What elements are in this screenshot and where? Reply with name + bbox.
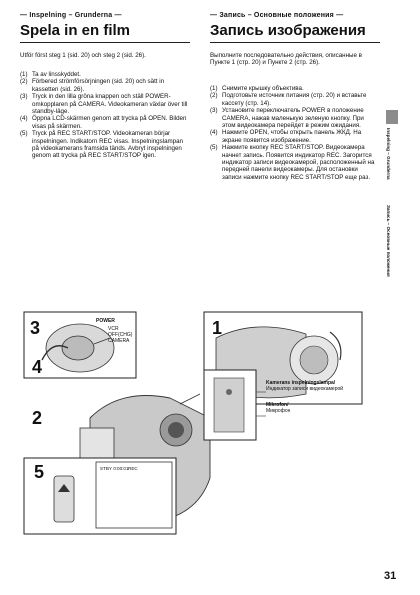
title-rule-ru xyxy=(210,42,380,43)
step-text: Förbered strömförsörjningen (sid. 20) oc… xyxy=(32,78,165,93)
callout-3: 3 xyxy=(30,318,41,338)
title-rule-sv xyxy=(20,42,190,43)
step-text: Öppna LCD-skärmen genom att trycka på OP… xyxy=(32,115,187,130)
step-text: Подготовьте источник питания (стр. 20) и… xyxy=(222,92,367,107)
lamp-label-ru: Индикатор записи видеокамерой xyxy=(266,386,344,392)
step-number: (5) xyxy=(210,144,218,152)
step-item: (1) Снимите крышку объектива. xyxy=(210,85,378,92)
callout-5: 5 xyxy=(34,462,45,482)
lamp-label-sv: Kamerans inspelningslampa/ xyxy=(266,380,336,386)
mic-label-ru: Микрофон xyxy=(266,408,291,414)
step-text: Tryck på REC START/STOP. Videokameran bö… xyxy=(32,130,183,160)
step-item: (5) Tryck på REC START/STOP. Videokameran… xyxy=(20,130,188,160)
rec-indicator: REC xyxy=(128,466,138,471)
intro-ru: Выполните последовательно действия, опис… xyxy=(210,52,362,67)
page-number: 31 xyxy=(384,570,397,582)
lcd-screen-inset xyxy=(95,461,173,529)
step-number: (3) xyxy=(210,107,218,115)
step-item: (2) Подготовьте источник питания (стр. 20… xyxy=(210,92,378,107)
step-text: Снимите крышку объектива. xyxy=(222,85,304,92)
step-list-sv: (1) Ta av linsskyddet. (2) Förbered strömfö… xyxy=(20,71,188,160)
section-tab-marker xyxy=(386,110,398,124)
callout-2: 2 xyxy=(32,408,43,428)
camcorder-illustration xyxy=(23,311,363,535)
rec-arrow-icon xyxy=(58,484,70,492)
step-number: (4) xyxy=(20,115,28,123)
lcd-readout: STBY 0:00:01 xyxy=(100,466,129,471)
step-text: Нажмите кнопку REC START/STOP. Видеокаме… xyxy=(222,144,375,181)
callout-4: 4 xyxy=(32,357,43,377)
step-item: (2) Förbered strömförsörjningen (sid. 20)… xyxy=(20,78,188,93)
section-kicker-sv: — Inspelning – Grunderna — xyxy=(20,12,122,19)
step-item: (4) Öppna LCD-skärmen genom att trycka på… xyxy=(20,115,188,130)
callout-1: 1 xyxy=(212,318,223,338)
step-item: (5) Нажмите кнопку REC START/STOP. Видеок… xyxy=(210,144,378,181)
step-number: (2) xyxy=(210,92,218,100)
step-number: (1) xyxy=(210,85,218,92)
page-title-sv: Spela in en film xyxy=(20,22,131,39)
power-option-vcr: VCR xyxy=(108,326,119,332)
page-title-ru: Запись изображения xyxy=(210,22,366,39)
step-number: (4) xyxy=(210,129,218,137)
step-item: (3) Tryck in den lilla gröna knappen och … xyxy=(20,93,188,115)
step-item: (1) Ta av linsskyddet. xyxy=(20,71,188,78)
power-option-off: OFF(CHG) xyxy=(108,332,133,338)
step-number: (2) xyxy=(20,78,28,86)
step-text: Ta av linsskyddet. xyxy=(32,71,81,78)
step-list-ru: (1) Снимите крышку объектива. (2) Подготовь… xyxy=(210,85,378,181)
power-option-camera: CAMERA xyxy=(108,338,130,344)
step-number: (3) xyxy=(20,93,28,101)
step-number: (5) xyxy=(20,130,28,138)
step-item: (4) Нажмите OPEN, чтобы открыть панель ЖК… xyxy=(210,129,378,144)
mic-label-sv: Mikrofon/ xyxy=(266,402,289,408)
step-item: (3) Установите переключатель POWER в поло… xyxy=(210,107,378,129)
rec-button-shape xyxy=(53,475,75,523)
step-text: Tryck in den lilla gröna knappen och stä… xyxy=(32,93,188,116)
power-label: POWER xyxy=(96,318,115,324)
section-kicker-ru: — Запись – Основные положения — xyxy=(210,12,344,19)
step-text: Установите переключатель POWER в положен… xyxy=(222,107,364,130)
section-tab-ru: Запись – Основные положения xyxy=(386,205,391,277)
step-text: Нажмите OPEN, чтобы открыть панель ЖКД. … xyxy=(222,129,362,144)
intro-sv: Utför först steg 1 (sid. 20) och steg 2 … xyxy=(20,52,146,59)
section-tab-sv: Inspelning – Grunderna xyxy=(386,128,391,180)
step-number: (1) xyxy=(20,71,28,78)
